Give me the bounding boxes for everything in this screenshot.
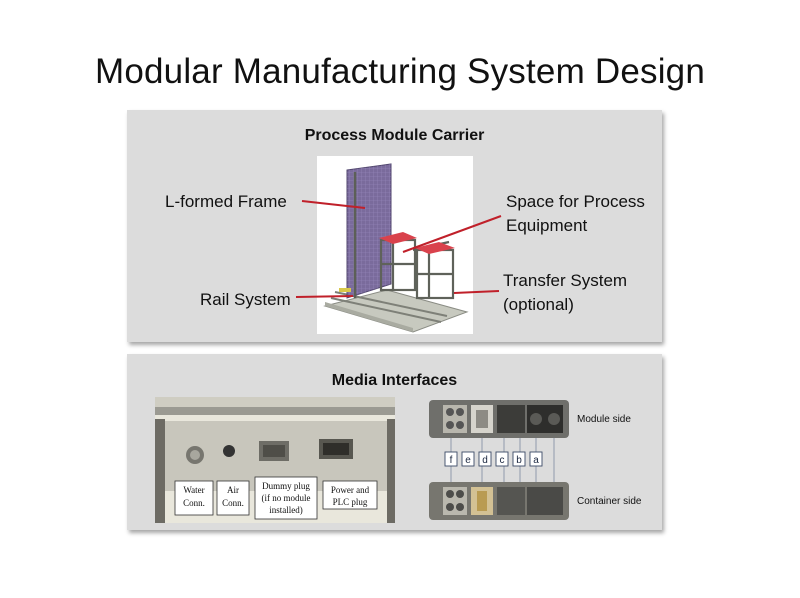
process-module-carrier-panel: Process Module Carrier L-formed Frame Ra… — [127, 110, 662, 342]
slide-title: Modular Manufacturing System Design — [94, 52, 706, 91]
air-label-line2: Conn. — [222, 498, 244, 508]
media-interfaces-panel: Media Interfaces Water Conn. Air Con — [127, 354, 662, 530]
connector-letter-f: f — [450, 455, 453, 466]
dummy-label-line2: (if no module — [262, 493, 311, 503]
space-label-line2: Equipment — [506, 216, 588, 235]
carrier-cad-image — [317, 156, 473, 334]
dummy-label-box — [254, 476, 318, 520]
rail-label: Rail System — [200, 290, 291, 309]
container-side-label: Container side — [577, 496, 642, 507]
power-label-box — [322, 480, 378, 510]
frame-label: L-formed Frame — [165, 192, 287, 211]
dummy-label-line3: installed) — [269, 505, 303, 515]
air-label-box — [216, 480, 250, 516]
connector-pinout-diagram: f e d c b a Module side Container side — [429, 400, 642, 520]
container-side-connector — [429, 482, 569, 520]
water-label-line1: Water — [183, 485, 204, 495]
water-label-line2: Conn. — [183, 498, 205, 508]
connector-letter-a: a — [533, 455, 539, 466]
media-heading: Media Interfaces — [331, 372, 458, 389]
media-connector-photo: Water Conn. Air Conn. Dummy plug (if no … — [155, 397, 395, 523]
power-label-line2: PLC plug — [333, 497, 368, 507]
connector-letter-b: b — [516, 455, 522, 466]
module-side-connector — [429, 400, 569, 438]
transfer-label-line2: (optional) — [503, 295, 574, 314]
connector-letter-e: e — [465, 455, 471, 466]
connector-letter-c: c — [500, 455, 505, 466]
dummy-label-line1: Dummy plug — [262, 481, 310, 491]
carrier-heading: Process Module Carrier — [304, 127, 485, 144]
module-side-label: Module side — [577, 414, 631, 425]
connector-letter-d: d — [482, 455, 488, 466]
air-label-line1: Air — [227, 485, 239, 495]
carrier-callout-lines — [295, 200, 502, 298]
space-label-line1: Space for Process — [506, 192, 645, 211]
transfer-label-line1: Transfer System — [503, 271, 628, 290]
water-label-box — [174, 480, 214, 516]
power-label-line1: Power and — [331, 485, 370, 495]
